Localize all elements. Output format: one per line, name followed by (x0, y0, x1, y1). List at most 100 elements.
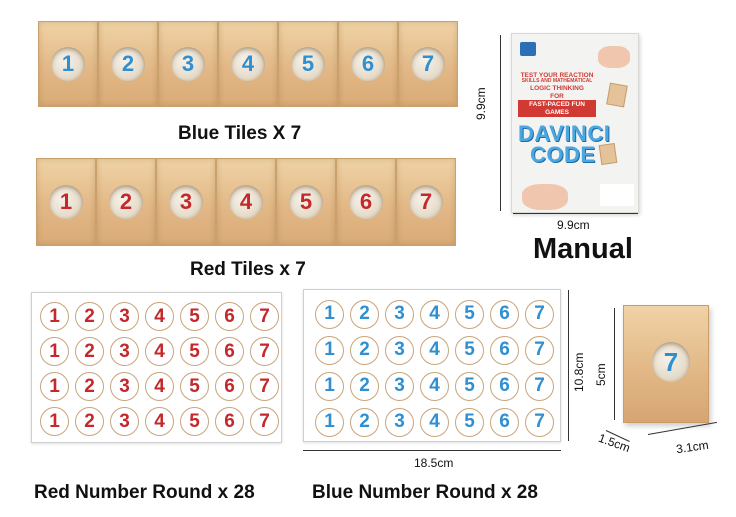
red-round: 6 (215, 407, 244, 436)
manual-width-line (513, 213, 638, 214)
blue-rounds-height-line (568, 290, 569, 441)
blue-tile: 7 (398, 21, 458, 107)
red-tile: 1 (36, 158, 96, 246)
manual-width-label: 9.9cm (557, 218, 590, 232)
red-round: 5 (180, 337, 209, 366)
blue-round: 6 (490, 371, 519, 401)
manual-cover: TEST YOUR REACTION SKILLS AND MATHEMATIC… (511, 33, 639, 213)
red-round: 3 (110, 337, 139, 366)
tile-digit: 3 (169, 185, 203, 219)
manual-cover-hand (522, 184, 568, 210)
blue-round: 7 (525, 299, 554, 329)
blue-tile: 5 (278, 21, 338, 107)
tile-digit: 7 (409, 185, 443, 219)
red-round: 7 (250, 372, 279, 401)
blue-round: 1 (315, 335, 344, 365)
blue-rounds-caption: Blue Number Round x 28 (312, 482, 538, 503)
single-tile: 7 (623, 305, 709, 423)
blue-round: 4 (420, 299, 449, 329)
single-tile-height-label: 5cm (594, 363, 608, 386)
tile-digit: 5 (289, 185, 323, 219)
blue-rounds-sheet: 1 2 3 4 5 6 7 1 2 3 4 5 6 7 1 2 3 4 5 6 … (303, 289, 561, 442)
blue-round: 1 (315, 299, 344, 329)
red-tiles-caption: Red Tiles x 7 (190, 259, 306, 280)
red-round: 5 (180, 372, 209, 401)
blue-round: 7 (525, 371, 554, 401)
manual-height-label: 9.9cm (474, 87, 488, 120)
red-round: 4 (145, 372, 174, 401)
blue-round: 5 (455, 299, 484, 329)
single-tile-width-line (647, 421, 718, 435)
red-rounds-caption: Red Number Round x 28 (34, 482, 255, 503)
manual-cover-hand (598, 46, 630, 68)
single-tile-height-line (614, 308, 615, 420)
blue-tiles-row: 1 2 3 4 5 6 7 (38, 21, 458, 107)
blue-round: 7 (525, 407, 554, 437)
red-round: 6 (215, 337, 244, 366)
blue-round: 3 (385, 407, 414, 437)
tile-digit: 2 (111, 47, 145, 81)
red-round: 3 (110, 372, 139, 401)
tile-digit: 7 (411, 47, 445, 81)
red-tiles-row: 1 2 3 4 5 6 7 (36, 158, 456, 246)
blue-round: 4 (420, 407, 449, 437)
red-tile: 3 (156, 158, 216, 246)
tile-digit: 4 (229, 185, 263, 219)
blue-round: 2 (350, 407, 379, 437)
blue-round: 3 (385, 335, 414, 365)
blue-rounds-width-label: 18.5cm (414, 456, 454, 470)
red-round: 4 (145, 407, 174, 436)
red-tile: 6 (336, 158, 396, 246)
red-round: 1 (40, 337, 69, 366)
blue-round: 2 (350, 335, 379, 365)
blue-round: 7 (525, 335, 554, 365)
blue-rounds-width-line (303, 450, 561, 451)
manual-height-line (500, 35, 501, 211)
tile-digit: 6 (349, 185, 383, 219)
single-tile-digit: 7 (652, 342, 690, 382)
red-round: 2 (75, 302, 104, 331)
manual-cover-tile (606, 82, 628, 108)
tile-digit: 2 (109, 185, 143, 219)
red-round: 2 (75, 372, 104, 401)
blue-tile: 2 (98, 21, 158, 107)
blue-round: 3 (385, 299, 414, 329)
red-round: 1 (40, 407, 69, 436)
blue-round: 3 (385, 371, 414, 401)
red-round: 1 (40, 302, 69, 331)
red-round: 4 (145, 337, 174, 366)
red-round: 6 (215, 302, 244, 331)
manual-cover-badge (600, 184, 634, 206)
red-round: 7 (250, 302, 279, 331)
red-round: 7 (250, 337, 279, 366)
blue-tile: 6 (338, 21, 398, 107)
blue-tiles-caption: Blue Tiles X 7 (178, 123, 302, 144)
red-round: 7 (250, 407, 279, 436)
red-round: 1 (40, 372, 69, 401)
red-tile: 7 (396, 158, 456, 246)
manual-headline: TEST YOUR REACTION SKILLS AND MATHEMATIC… (518, 72, 596, 118)
blue-tile: 4 (218, 21, 278, 107)
blue-tile: 3 (158, 21, 218, 107)
red-round: 6 (215, 372, 244, 401)
blue-round: 2 (350, 371, 379, 401)
blue-round: 6 (490, 335, 519, 365)
blue-tile: 1 (38, 21, 98, 107)
manual-caption: Manual (533, 233, 633, 265)
red-round: 3 (110, 302, 139, 331)
tile-digit: 6 (351, 47, 385, 81)
blue-round: 6 (490, 407, 519, 437)
red-round: 2 (75, 407, 104, 436)
blue-round: 4 (420, 371, 449, 401)
red-round: 2 (75, 337, 104, 366)
red-round: 5 (180, 302, 209, 331)
tile-digit: 5 (291, 47, 325, 81)
tile-digit: 1 (51, 47, 85, 81)
blue-round: 6 (490, 299, 519, 329)
red-round: 4 (145, 302, 174, 331)
blue-round: 1 (315, 371, 344, 401)
single-tile-width-label: 3.1cm (675, 437, 710, 457)
brand-logo-icon (520, 42, 536, 56)
red-round: 3 (110, 407, 139, 436)
red-tile: 4 (216, 158, 276, 246)
